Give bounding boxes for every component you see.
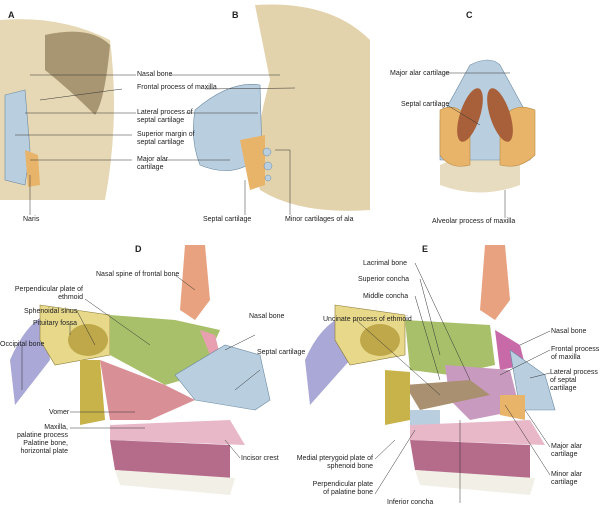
panel-a-illustration bbox=[0, 19, 114, 200]
label-nasal-bone-e: Nasal bone bbox=[551, 328, 587, 335]
label-nasal-bone-d: Nasal bone bbox=[249, 313, 285, 320]
label-line: Perpendicular plate bbox=[312, 481, 373, 488]
label-vomer-d: Vomer bbox=[49, 409, 70, 416]
label-line: of palatine bone bbox=[323, 489, 373, 496]
label-uncinate-e: Uncinate process of ethmoid bbox=[323, 316, 412, 323]
leader-lines bbox=[15, 72, 551, 503]
panel-letter-c: C bbox=[466, 10, 473, 20]
label-line: Perpendicular plate of bbox=[14, 286, 83, 293]
label-line: cartilage bbox=[550, 385, 577, 392]
label-line: Lateral process of bbox=[137, 109, 193, 116]
label-line: Palatine bone, bbox=[23, 440, 68, 447]
label-occipital-bone-d: Occipital bone bbox=[0, 341, 45, 348]
panel-e-illustration bbox=[305, 245, 556, 495]
label-septal-c: Septal cartilage bbox=[401, 101, 450, 108]
label-septal-cartilage-b: Septal cartilage bbox=[203, 216, 252, 223]
label-line: septal cartilage bbox=[137, 117, 185, 124]
label-line: Major alar bbox=[551, 443, 583, 450]
label-pituitary-fossa-d: Pituitary fossa bbox=[33, 320, 77, 327]
label-minor-cartilages-b: Minor cartilages of ala bbox=[285, 216, 354, 223]
label-line: of septal bbox=[550, 377, 577, 384]
panel-c-illustration bbox=[439, 59, 536, 193]
label-line: Maxilla, bbox=[44, 424, 68, 431]
panel-letter-a: A bbox=[8, 10, 15, 20]
label-naris: Naris bbox=[23, 216, 40, 223]
label-alveolar-c: Alveolar process of maxilla bbox=[432, 218, 516, 225]
label-line: Lateral process bbox=[550, 369, 598, 376]
label-line: Minor alar bbox=[551, 471, 583, 478]
label-line: palatine process bbox=[17, 432, 68, 439]
label-lacrimal-e: Lacrimal bone bbox=[363, 260, 407, 267]
label-line: Superior margin of bbox=[137, 131, 195, 138]
label-inferior-concha-e: Inferior concha bbox=[387, 499, 434, 506]
panel-letter-d: D bbox=[135, 244, 142, 254]
label-line: ethmoid bbox=[58, 294, 83, 301]
label-nasal-spine-d: Nasal spine of frontal bone bbox=[96, 271, 180, 278]
label-line: cartilage bbox=[551, 451, 578, 458]
label-incisor-crest-d: Incisor crest bbox=[241, 455, 279, 462]
label-middle-concha-e: Middle concha bbox=[363, 293, 409, 300]
label-line: Major alar bbox=[137, 156, 169, 163]
panel-letter-b: B bbox=[232, 10, 239, 20]
label-superior-concha-e: Superior concha bbox=[358, 276, 409, 283]
label-line: septal cartilage bbox=[137, 139, 185, 146]
label-frontal-process-ab: Frontal process of maxilla bbox=[137, 84, 217, 91]
label-sphenoidal-sinus-d: Sphenoidal sinus bbox=[24, 308, 78, 315]
label-line: sphenoid bone bbox=[327, 463, 373, 470]
panel-d-illustration bbox=[10, 245, 271, 495]
panel-letter-e: E bbox=[422, 244, 429, 254]
label-line: horizontal plate bbox=[20, 448, 68, 455]
label-line: cartilage bbox=[137, 164, 164, 171]
label-septal-cartilage-d: Septal cartilage bbox=[257, 349, 306, 356]
label-line: Medial pterygoid plate of bbox=[296, 455, 373, 462]
label-line: Frontal process bbox=[551, 346, 600, 353]
label-nasal-bone-ab: Nasal bone bbox=[137, 71, 173, 78]
label-line: cartilage bbox=[551, 479, 578, 486]
label-major-alar-c: Major alar cartilage bbox=[390, 70, 450, 77]
panel-b-illustration bbox=[193, 4, 370, 211]
label-line: of maxilla bbox=[551, 354, 581, 361]
